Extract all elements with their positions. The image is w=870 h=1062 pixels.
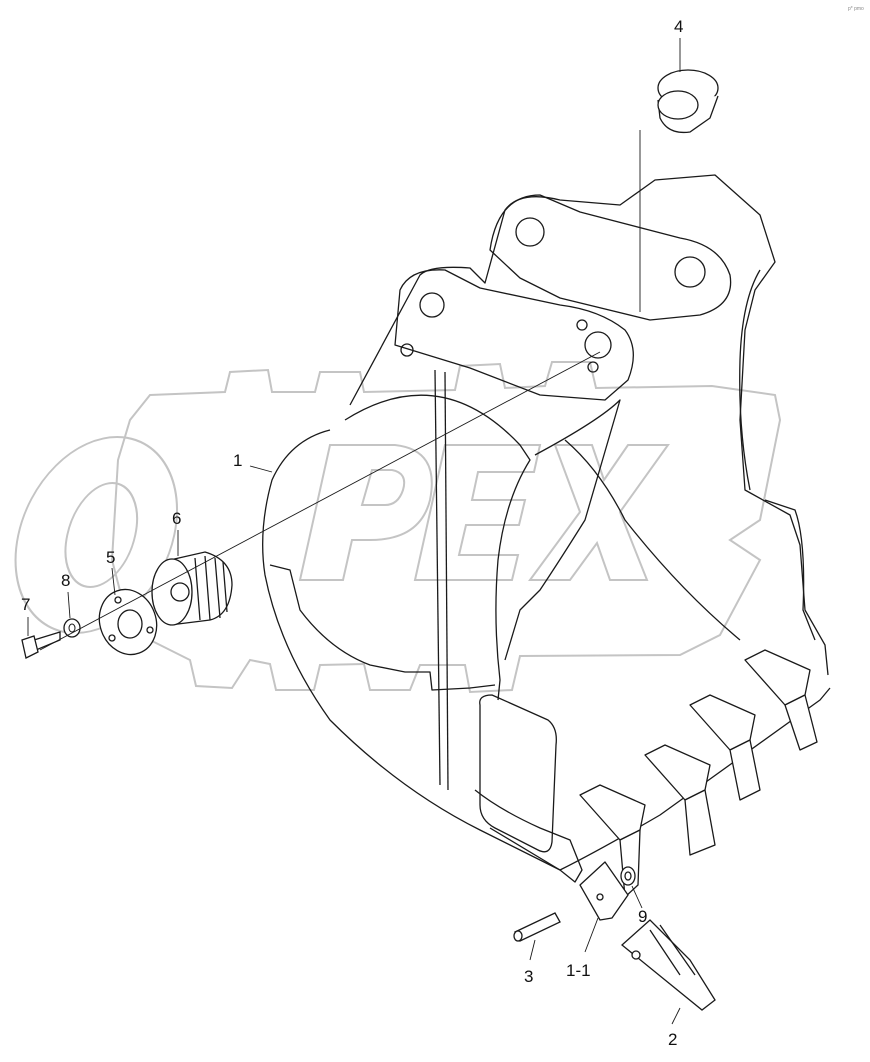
part-6-pin [151, 551, 233, 626]
watermark-letter-o-hole [64, 482, 139, 588]
part-8-lock-washer [63, 618, 81, 638]
watermark-letter-x [528, 444, 670, 581]
leader-9 [631, 885, 643, 909]
callout-2: 2 [668, 1030, 677, 1049]
callout-3: 3 [524, 967, 533, 986]
pin-hole [419, 292, 445, 318]
bucket-body [262, 174, 831, 883]
bucket-side-plate-inner [344, 394, 531, 701]
callout-8: 8 [61, 571, 70, 590]
pin-hole [576, 319, 588, 331]
part-7-bolt [21, 631, 61, 659]
bucket-floor [504, 399, 621, 661]
side-wear-pad [479, 694, 557, 853]
watermark-letter-p [298, 444, 433, 581]
callout-1: 1 [233, 451, 242, 470]
part-2-tooth-tip [620, 919, 716, 1011]
bucket-top-plate [349, 174, 829, 676]
bucket-cutting-edge [269, 564, 496, 691]
tooth [644, 744, 716, 856]
mount-ear-left [394, 269, 634, 401]
part-4-bushing [657, 69, 719, 134]
callouts: 1 1-1 2 3 4 5 6 7 8 9 [21, 17, 683, 1049]
pin-hole [515, 217, 545, 247]
pin-hole [584, 331, 612, 359]
leader-1-1 [584, 917, 599, 953]
pin-hole [400, 343, 414, 357]
leader-3 [529, 939, 536, 961]
adapter-pin-hole [596, 893, 604, 901]
bucket-side-edge [739, 269, 761, 491]
callout-1-1: 1-1 [566, 961, 591, 980]
callout-6: 6 [172, 509, 181, 528]
part-5-washer [98, 588, 158, 656]
part-9-retainer [620, 866, 636, 886]
tooth [689, 694, 761, 801]
tooth [744, 649, 818, 751]
part-8-lock-washer-hole [68, 623, 76, 633]
tooth-adapter [579, 861, 629, 921]
corner-code: p* pmo [848, 6, 864, 12]
bucket-side-plate [262, 429, 583, 883]
leader-5 [111, 567, 116, 596]
bucket-side-flange [764, 499, 816, 641]
bucket-teeth [579, 649, 818, 921]
part-3-pin [513, 912, 561, 942]
leader-8 [67, 591, 71, 619]
pin-hole [674, 256, 706, 288]
bucket-curve [434, 369, 441, 786]
leader-2 [671, 1007, 681, 1025]
leader-1 [249, 465, 273, 473]
assembly-axis [39, 351, 601, 651]
watermark-letter-e [413, 444, 542, 581]
bucket-lip [489, 687, 831, 871]
bucket-curve [444, 371, 449, 791]
callout-4: 4 [674, 17, 683, 36]
callout-9: 9 [638, 907, 647, 926]
callout-5: 5 [106, 548, 115, 567]
watermark-gear [110, 361, 782, 694]
bucket-floor-line [564, 439, 741, 641]
pin-hole [587, 361, 599, 373]
mount-ear-right [489, 194, 732, 321]
callout-7: 7 [21, 595, 30, 614]
leader-lines [27, 38, 681, 1025]
